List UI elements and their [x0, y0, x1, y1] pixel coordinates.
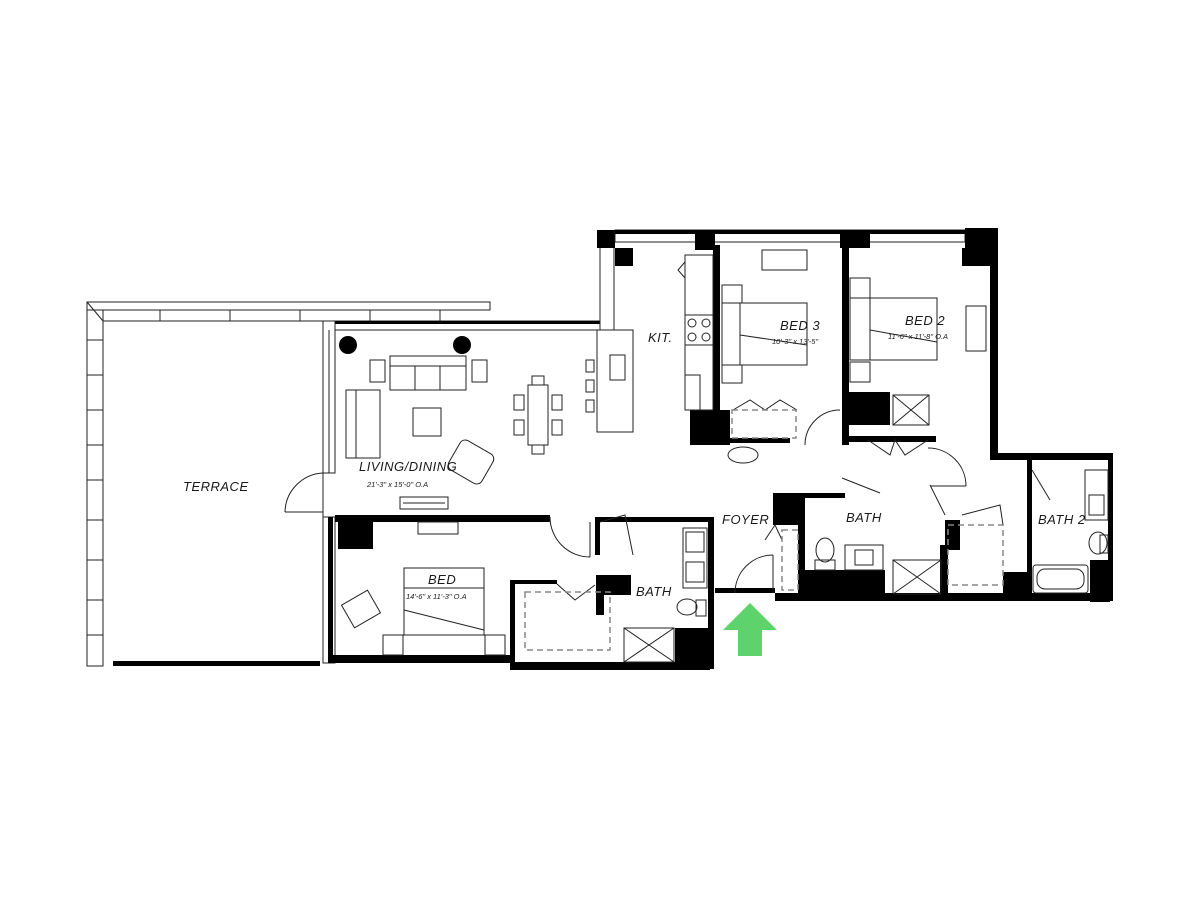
bed3-label: BED 3 [780, 318, 820, 333]
bed-bed-icon [340, 521, 506, 656]
armchair-icon [447, 439, 495, 485]
bed-label: BED [428, 572, 456, 587]
bed2-label: BED 2 [905, 313, 945, 328]
doors [284, 409, 1051, 601]
entry-arrow-icon [723, 603, 777, 656]
bath-left-label: BATH [636, 584, 672, 599]
living-dining-label: LIVING/DINING [359, 459, 457, 474]
bed-dimensions: 14'-6" x 11'-3" O.A [406, 592, 467, 601]
walls [322, 228, 1113, 670]
bath-center-label: BATH [846, 510, 882, 525]
bath2-fixtures [1032, 469, 1109, 594]
bed2-bed-icon [849, 277, 987, 426]
bath-left-fixtures [623, 527, 708, 663]
foyer-label: FOYER [722, 512, 769, 527]
bed3-dimensions: 10'-3" x 13'-5" [772, 337, 818, 346]
bed2-dimensions: 11'-6" x 11'-8" O.A [888, 332, 948, 341]
terrace-label: TERRACE [183, 479, 249, 494]
dining-table-icon [513, 375, 563, 455]
kitchen-label: KIT. [648, 330, 673, 345]
terrace-area [86, 301, 491, 667]
sofa-icon [345, 355, 488, 459]
kitchen-island [585, 254, 714, 433]
bath2-label: BATH 2 [1038, 512, 1086, 527]
column-icon [339, 336, 357, 354]
bed3-bed-icon [721, 249, 808, 464]
bath-center-fixtures [814, 524, 1004, 595]
living-dining-dimensions: 21'-3" x 15'-0" O.A [366, 480, 428, 489]
tv-console [399, 496, 449, 510]
column-icon [453, 336, 471, 354]
